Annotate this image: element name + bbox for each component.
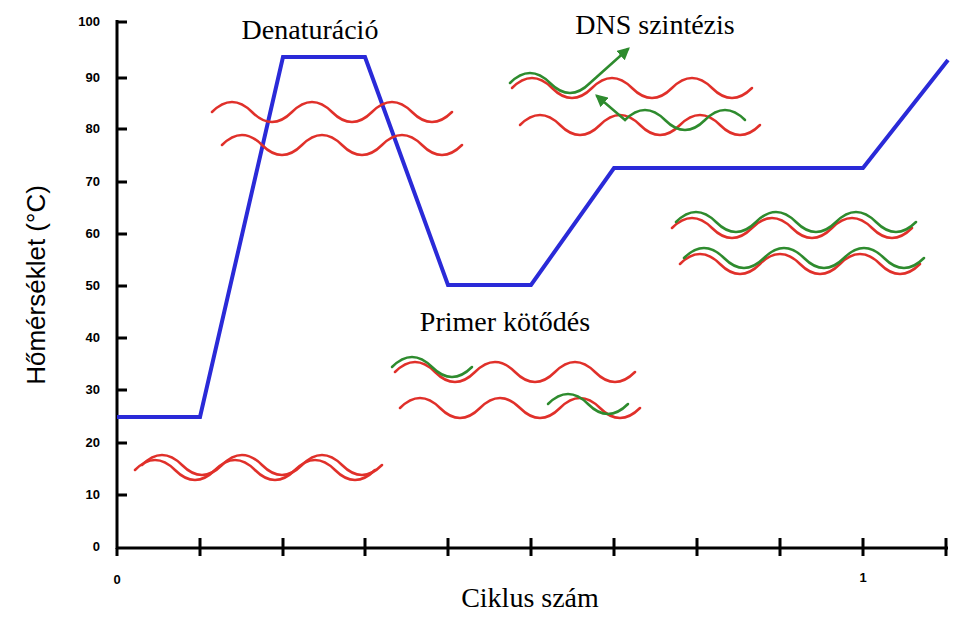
dna-strands [135,49,924,480]
tick-label: 50 [86,279,100,293]
tick-label: 90 [86,71,100,85]
step-title: Denaturáció [242,15,379,46]
temperature-line [117,57,948,417]
tick-label: 0 [93,540,100,554]
tick-label: 0 [113,573,120,587]
axes [116,20,948,556]
tick-label: 20 [86,436,100,450]
tick-label: 40 [86,331,100,345]
tick-label: 100 [78,15,100,29]
tick-label: 1 [859,571,866,585]
axis-title: Ciklus szám [461,583,599,614]
step-title: Primer kötődés [420,307,590,338]
tick-label: 70 [86,175,100,189]
step-title: DNS szintézis [575,10,734,41]
tick-label: 30 [86,383,100,397]
tick-label: 10 [86,488,100,502]
axis-title: Hőmérséklet (°C) [22,185,51,385]
tick-label: 80 [86,122,100,136]
tick-label: 60 [86,227,100,241]
